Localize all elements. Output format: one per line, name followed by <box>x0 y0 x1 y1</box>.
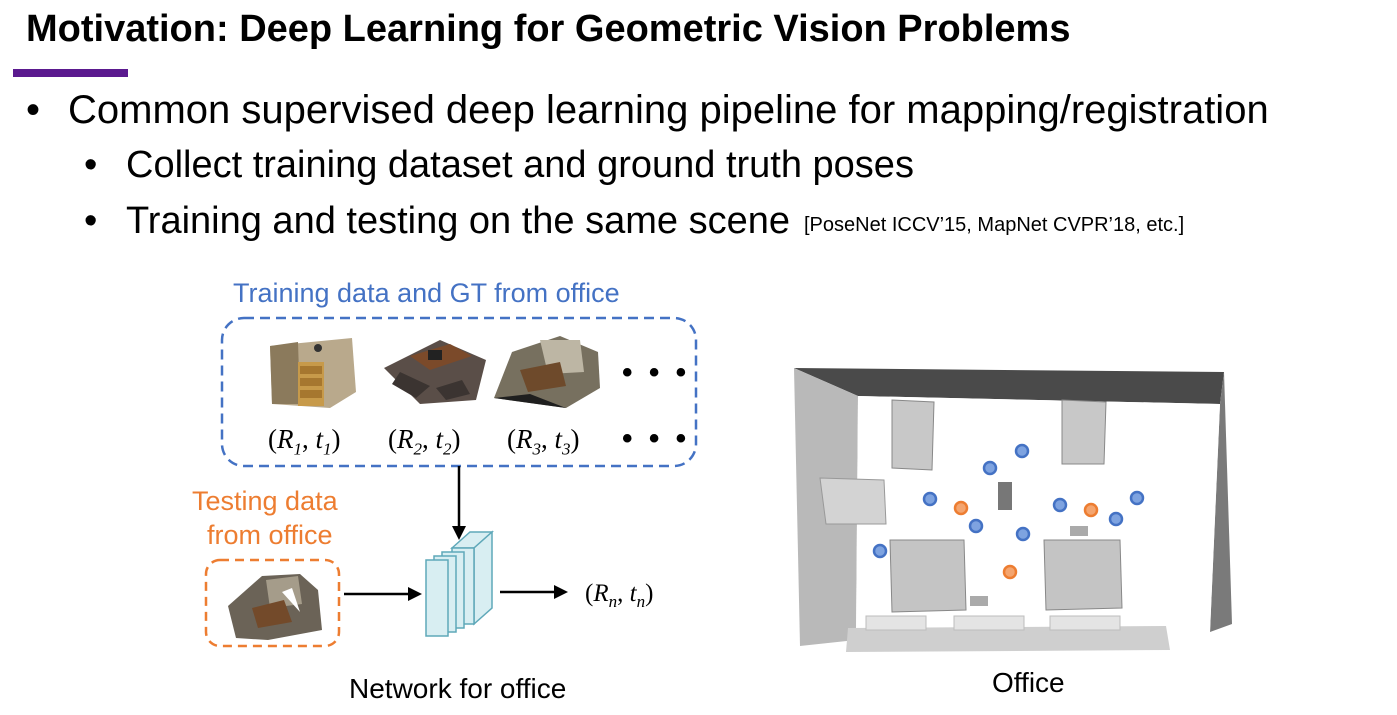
slide-title: Motivation: Deep Learning for Geometric … <box>26 8 1071 50</box>
bullet-level1: • Common supervised deep learning pipeli… <box>26 88 1269 133</box>
training-camera-point <box>922 491 938 507</box>
network-block <box>425 530 494 637</box>
training-camera-point <box>1015 526 1031 542</box>
office-scene-render <box>794 368 1232 652</box>
training-image-thumbnail <box>384 340 486 404</box>
bullet-text: Collect training dataset and ground trut… <box>126 144 914 186</box>
bullet-marker: • <box>84 144 98 186</box>
testing-box-label: Testing data from office <box>192 484 338 552</box>
bullet-level2-item: • Collect training dataset and ground tr… <box>84 144 914 187</box>
citation: [PoseNet ICCV’15, MapNet CVPR’18, etc.] <box>804 214 1185 236</box>
pose-label: (R3, t3) <box>507 424 580 459</box>
training-image-thumbnail <box>270 338 356 408</box>
pipeline-diagram <box>204 316 698 648</box>
title-accent-bar <box>13 69 128 77</box>
testing-label-line1: Testing data <box>192 486 338 516</box>
network-caption: Network for office <box>349 673 567 704</box>
pose-label: (R2, t2) <box>388 424 461 459</box>
training-image-thumbnail <box>494 336 600 408</box>
pose-label: (R1, t1) <box>268 424 341 459</box>
output-pose-label: (Rn, tn) <box>585 580 654 611</box>
more-images-ellipsis: • • • <box>622 356 691 389</box>
training-box-label: Training data and GT from office <box>233 278 620 308</box>
bullet-text: Common supervised deep learning pipeline… <box>68 88 1269 132</box>
training-camera-point <box>982 460 998 476</box>
more-poses-ellipsis: • • • <box>622 422 691 455</box>
training-camera-point <box>1129 490 1145 506</box>
camera-points-layer <box>872 443 1145 580</box>
testing-image-thumbnail <box>228 574 322 640</box>
training-camera-point <box>872 543 888 559</box>
training-camera-point <box>1108 511 1124 527</box>
bullet-text: Training and testing on the same scene <box>126 200 790 242</box>
bullet-marker: • <box>84 200 98 242</box>
training-camera-point <box>968 518 984 534</box>
bullet-marker: • <box>26 88 41 132</box>
training-camera-point <box>1052 497 1068 513</box>
bullet-level2-item: • Training and testing on the same scene… <box>84 200 1184 243</box>
testing-camera-point <box>953 500 969 516</box>
office-caption: Office <box>992 667 1065 698</box>
testing-label-line2: from office <box>207 520 333 550</box>
desk-cluster <box>819 399 1123 613</box>
training-camera-point <box>1014 443 1030 459</box>
testing-camera-point <box>1083 502 1099 518</box>
testing-camera-point <box>1002 564 1018 580</box>
testing-data-box <box>204 558 341 648</box>
